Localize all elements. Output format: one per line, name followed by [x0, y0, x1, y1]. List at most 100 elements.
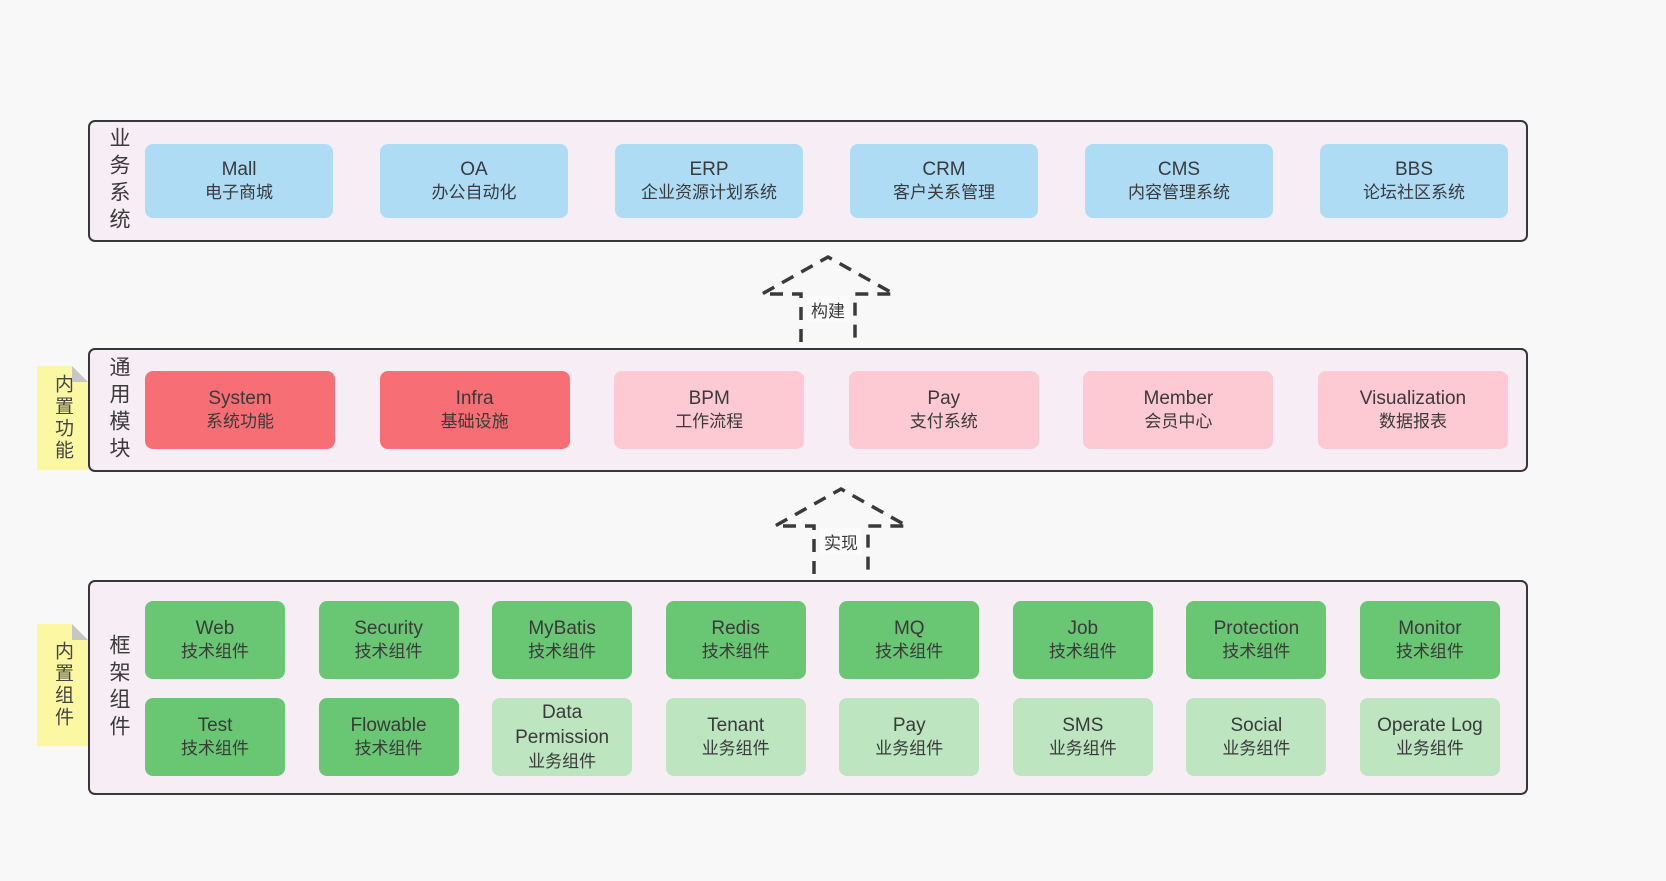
box-title: Operate Log [1377, 714, 1483, 736]
band-business-label: 业务系统 [107, 127, 130, 235]
box-title: Job [1067, 617, 1099, 639]
sticky-label: 内置组件 [52, 641, 73, 729]
band-framework-components: 框架组件 Web 技术组件 Security 技术组件 MyBatis 技术组件… [88, 580, 1528, 795]
components-row-1: Web 技术组件 Security 技术组件 MyBatis 技术组件 Redi… [145, 601, 1500, 679]
box-subtitle: 论坛社区系统 [1363, 183, 1465, 203]
box-title: Tenant [707, 714, 765, 736]
box-infra: Infra 基础设施 [379, 371, 570, 449]
box-subtitle: 技术组件 [1222, 642, 1291, 662]
box-title: Flowable [350, 714, 427, 736]
box-sms: SMS 业务组件 [1012, 698, 1153, 776]
up-arrow-icon [758, 254, 898, 342]
box-subtitle: 技术组件 [181, 739, 249, 759]
box-protection: Protection 技术组件 [1186, 601, 1327, 679]
box-subtitle: 业务组件 [1222, 739, 1291, 759]
box-title: Pay [892, 714, 926, 736]
box-title: BPM [688, 387, 730, 409]
box-title: MyBatis [528, 617, 596, 639]
box-web: Web 技术组件 [145, 601, 285, 679]
box-subtitle: 技术组件 [354, 642, 423, 662]
sticky-builtin-components: 内置组件 [37, 624, 88, 746]
box-title: Pay [927, 387, 961, 409]
box-member: Member 会员中心 [1083, 371, 1274, 449]
box-title: Security [354, 617, 423, 639]
box-title: Member [1143, 387, 1214, 409]
implement-arrow-label: 实现 [820, 528, 862, 555]
box-data-permission: Data Permission 业务组件 [492, 698, 633, 776]
components-row-2: Test 技术组件 Flowable 技术组件 Data Permission … [145, 698, 1500, 776]
box-title: Redis [711, 617, 760, 639]
box-monitor: Monitor 技术组件 [1359, 601, 1500, 679]
box-operate-log: Operate Log 业务组件 [1359, 698, 1500, 776]
sticky-fold [72, 624, 88, 640]
box-social: Social 业务组件 [1186, 698, 1327, 776]
business-box-row: Mall 电子商城 OA 办公自动化 ERP 企业资源计划系统 CRM 客户关系… [145, 122, 1508, 240]
box-subtitle: 技术组件 [181, 642, 249, 662]
band-components-label: 框架组件 [107, 633, 130, 742]
sticky-fold [72, 366, 88, 382]
box-subtitle: 基础设施 [440, 412, 509, 432]
box-subtitle: 技术组件 [528, 642, 597, 662]
box-redis: Redis 技术组件 [665, 601, 806, 679]
box-subtitle: 企业资源计划系统 [641, 183, 777, 203]
box-title: Test [197, 714, 233, 736]
box-job: Job 技术组件 [1012, 601, 1153, 679]
box-pay-component: Pay 业务组件 [839, 698, 980, 776]
box-title: Monitor [1398, 617, 1462, 639]
box-title: OA [460, 158, 488, 180]
box-title: System [208, 387, 272, 409]
box-subtitle: 技术组件 [354, 739, 423, 759]
box-title: CMS [1157, 158, 1201, 180]
box-crm: CRM 客户关系管理 [850, 144, 1038, 218]
sticky-builtin-features: 内置功能 [37, 366, 88, 470]
box-subtitle: 电子商城 [205, 183, 273, 203]
box-tenant: Tenant 业务组件 [665, 698, 806, 776]
box-erp: ERP 企业资源计划系统 [615, 144, 803, 218]
box-title: Web [195, 617, 235, 639]
implement-arrow: 实现 [771, 486, 911, 576]
box-subtitle: 支付系统 [909, 412, 978, 432]
box-subtitle: 业务组件 [528, 751, 597, 771]
band-modules-label: 通用模块 [107, 356, 130, 464]
sticky-label: 内置功能 [52, 374, 73, 462]
box-mall: Mall 电子商城 [145, 144, 333, 218]
build-arrow: 构建 [758, 254, 898, 344]
box-title: BBS [1394, 158, 1434, 180]
box-subtitle: 会员中心 [1144, 412, 1213, 432]
box-title: CRM [922, 158, 966, 180]
box-title: Visualization [1359, 387, 1467, 409]
box-subtitle: 业务组件 [1395, 739, 1464, 759]
box-subtitle: 内容管理系统 [1128, 183, 1230, 203]
box-cms: CMS 内容管理系统 [1085, 144, 1273, 218]
box-subtitle: 技术组件 [701, 642, 770, 662]
box-mybatis: MyBatis 技术组件 [492, 601, 633, 679]
box-title: Infra [455, 387, 494, 409]
box-pay-module: Pay 支付系统 [848, 371, 1039, 449]
box-system: System 系统功能 [145, 371, 335, 449]
box-subtitle: 数据报表 [1378, 412, 1447, 432]
components-grid: Web 技术组件 Security 技术组件 MyBatis 技术组件 Redi… [145, 601, 1500, 776]
box-bbs: BBS 论坛社区系统 [1320, 144, 1508, 218]
box-test: Test 技术组件 [145, 698, 285, 776]
box-subtitle: 系统功能 [206, 412, 274, 432]
box-subtitle: 业务组件 [1048, 739, 1117, 759]
box-subtitle: 技术组件 [1395, 642, 1464, 662]
box-subtitle: 技术组件 [1048, 642, 1117, 662]
band-business-systems: 业务系统 Mall 电子商城 OA 办公自动化 ERP 企业资源计划系统 CRM… [88, 120, 1528, 242]
box-mq: MQ 技术组件 [839, 601, 980, 679]
box-subtitle: 技术组件 [875, 642, 944, 662]
box-title: Social [1230, 714, 1283, 736]
box-title: SMS [1062, 714, 1104, 736]
box-title: MQ [893, 617, 925, 639]
box-subtitle: 业务组件 [701, 739, 770, 759]
box-subtitle: 客户关系管理 [893, 183, 995, 203]
box-bpm: BPM 工作流程 [614, 371, 805, 449]
band-common-modules: 通用模块 System 系统功能 Infra 基础设施 BPM 工作流程 Pay… [88, 348, 1528, 472]
box-title: ERP [689, 158, 729, 180]
build-arrow-label: 构建 [807, 296, 849, 323]
box-title: Mall [221, 158, 257, 180]
up-arrow-icon [771, 486, 911, 574]
box-subtitle: 办公自动化 [431, 183, 517, 203]
box-security: Security 技术组件 [318, 601, 459, 679]
